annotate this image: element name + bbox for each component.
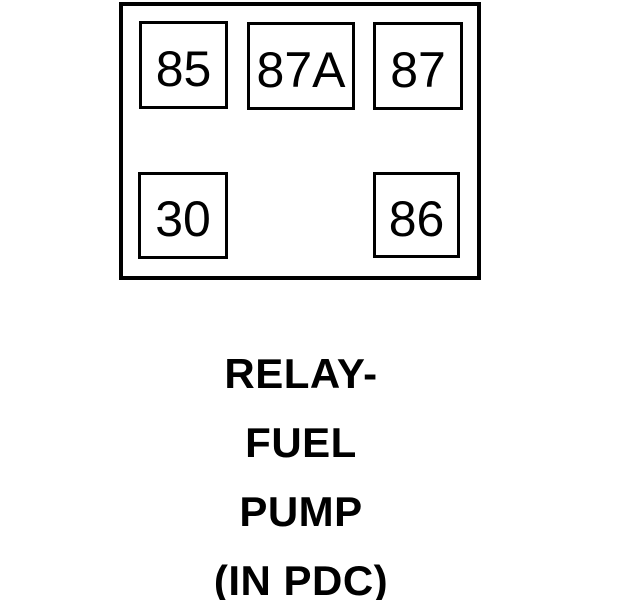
pin-terminal-85: 85: [139, 21, 228, 109]
relay-outline: 85 87A 87 30 86: [119, 2, 481, 280]
caption-line-pump: PUMP: [239, 488, 363, 535]
pin-terminal-87a: 87A: [247, 22, 355, 110]
pin-terminal-86: 86: [373, 172, 460, 258]
caption-line-location: (IN PDC): [213, 557, 389, 600]
caption-line-fuel: FUEL: [245, 419, 357, 466]
relay-caption: RELAY- FUEL PUMP (IN PDC): [113, 339, 489, 600]
caption-line-relay: RELAY-: [224, 350, 378, 397]
pin-terminal-87: 87: [373, 22, 463, 110]
pin-terminal-30: 30: [138, 172, 228, 259]
